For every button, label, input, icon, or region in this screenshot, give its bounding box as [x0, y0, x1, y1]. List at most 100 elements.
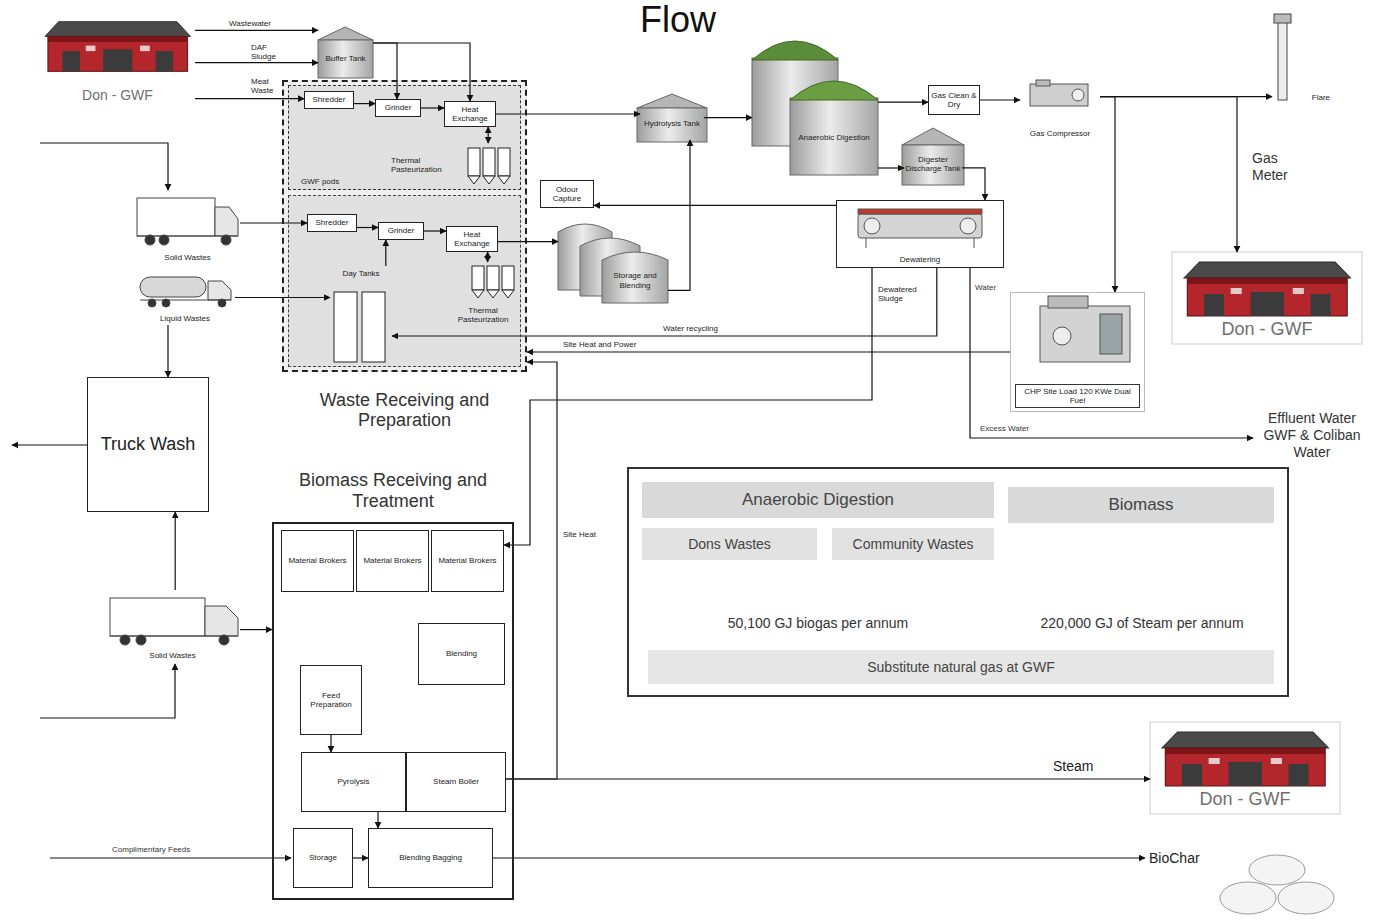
node-text: Grinder: [385, 103, 412, 112]
annotation: 220,000 GJ of Steam per annum: [1020, 615, 1264, 632]
annotation: Complimentary Feeds: [112, 845, 190, 855]
region-fill: [282, 80, 1288, 696]
node-text: Storage and Blending: [602, 271, 668, 289]
flow-line: [40, 664, 175, 718]
building-icon: [1172, 252, 1362, 344]
flow-arrow: [980, 99, 1020, 100]
flow-line: [50, 857, 291, 858]
flow-line: [970, 268, 1253, 438]
node-text: Blending Bagging: [399, 853, 462, 862]
digester-icon: [752, 41, 838, 60]
building-icon: [45, 22, 1362, 814]
truck-icon: [221, 235, 231, 245]
flow-label: Site Heat and Power: [562, 340, 637, 349]
digester-icon: [752, 58, 838, 146]
flow-arrow: [506, 778, 1150, 779]
compressor-icon: [1030, 84, 1088, 106]
summary-band: Biomass: [1008, 487, 1274, 523]
flow-label: Steam: [1052, 758, 1094, 774]
biochar-bags: [1249, 855, 1305, 885]
process-box: Shredder: [307, 214, 357, 232]
flow-arrow: [487, 252, 488, 262]
truck-icon: [218, 299, 226, 307]
dewatering-machine: [866, 238, 867, 248]
pasteuriser-icon: [334, 148, 514, 362]
flare-icon: [1278, 22, 1287, 100]
shed-icon: [558, 224, 612, 290]
flare-icon: [1274, 14, 1291, 23]
dewatering-machine: [858, 209, 982, 248]
node-text: Anaerobic Digestion: [742, 490, 894, 510]
node-text: Digester Discharge Tank: [905, 155, 961, 173]
flow-arrow: [392, 268, 937, 336]
flow-arrow: [373, 43, 470, 101]
truck-icon: [110, 636, 238, 637]
building-icon: [1184, 262, 1351, 316]
process-box: Feed Preparation: [300, 665, 362, 735]
building-icon: [1150, 722, 1340, 814]
truck-icon: [120, 635, 130, 645]
biochar-bags: [1220, 882, 1276, 914]
region-fill: [628, 468, 1288, 696]
pasteuriser-icon: Thermal Pasteurization: [389, 143, 517, 187]
truck-icon: [145, 235, 155, 245]
tank-icon: [902, 128, 964, 145]
tank-icon: Hydrolysis Tank: [640, 108, 704, 140]
annotation: Effluent Water GWF & Coliban Water: [1256, 410, 1368, 460]
node-text: Thermal Pasteurization: [391, 156, 459, 174]
flow-arrow: [594, 205, 836, 206]
product-icon: BioChar: [1145, 840, 1345, 920]
flow-arrow: [354, 103, 375, 104]
node-text: Dewatering: [900, 255, 940, 264]
node-text: Day Tanks: [342, 269, 379, 278]
annotation: Gas Meter: [1252, 150, 1302, 184]
flow-arrow: [167, 325, 168, 377]
tank-icon: [318, 27, 964, 185]
truck-icon: [140, 277, 206, 297]
node-text: Material Brokers: [288, 556, 346, 565]
flow-label: Water recycling: [662, 324, 719, 333]
flow-arrow: [496, 113, 640, 114]
process-box: Odour Capture: [540, 180, 594, 208]
building-icon: [1162, 732, 1329, 786]
node-text: Gas Compressor: [1030, 129, 1090, 138]
node-text: Solid Wastes: [149, 651, 195, 660]
compressor-icon: Gas Compressor: [1020, 78, 1100, 140]
summary-band: Dons Wastes: [642, 528, 817, 560]
node-text: Anaerobic Digestion: [798, 133, 870, 142]
node-text: Pyrolysis: [337, 777, 369, 786]
chp-unit: CHP Site Load 120 KWe Dual Fuel: [1010, 292, 1145, 412]
process-box: Gas Clean & Dry: [928, 85, 980, 115]
flow-label: Meat Waste: [250, 77, 282, 95]
flow-line: [40, 143, 168, 190]
node-text: Feed Preparation: [303, 691, 359, 709]
section-region: Waste Receiving and PreparationGWF podsS…: [282, 80, 527, 435]
compressor-icon: [1072, 89, 1084, 101]
process-box: Steam Boiler: [406, 752, 506, 812]
truck-icon: [136, 635, 146, 645]
truck-icon: [140, 300, 231, 301]
flow-arrow: [878, 167, 904, 168]
flow-arrow: [377, 812, 378, 828]
pasteuriser-icon: [502, 290, 514, 298]
digester-icon: Anaerobic Digestion: [752, 35, 878, 175]
pasteuriser-icon: [472, 266, 484, 290]
tank-icon: Day Tanks: [330, 266, 392, 364]
dewatering-machine: [858, 214, 982, 238]
region-fill: [282, 80, 527, 372]
pasteuriser-icon: [487, 290, 499, 298]
flow-line: [12, 444, 87, 445]
truck-icon: [148, 299, 156, 307]
flow-arrow: [175, 512, 176, 590]
truck-icon: [205, 606, 238, 636]
tank-icon: Buffer Tank: [318, 28, 373, 78]
truck-icon: Solid Wastes: [135, 192, 240, 264]
node-text: Steam Boiler: [433, 777, 479, 786]
node-text: Material Brokers: [363, 556, 421, 565]
pasteuriser-icon: [498, 148, 510, 176]
biochar-bags: [1220, 855, 1334, 914]
shed-icon: [558, 224, 668, 303]
pasteuriser-icon: [468, 148, 480, 176]
flow-arrow: [421, 107, 444, 108]
